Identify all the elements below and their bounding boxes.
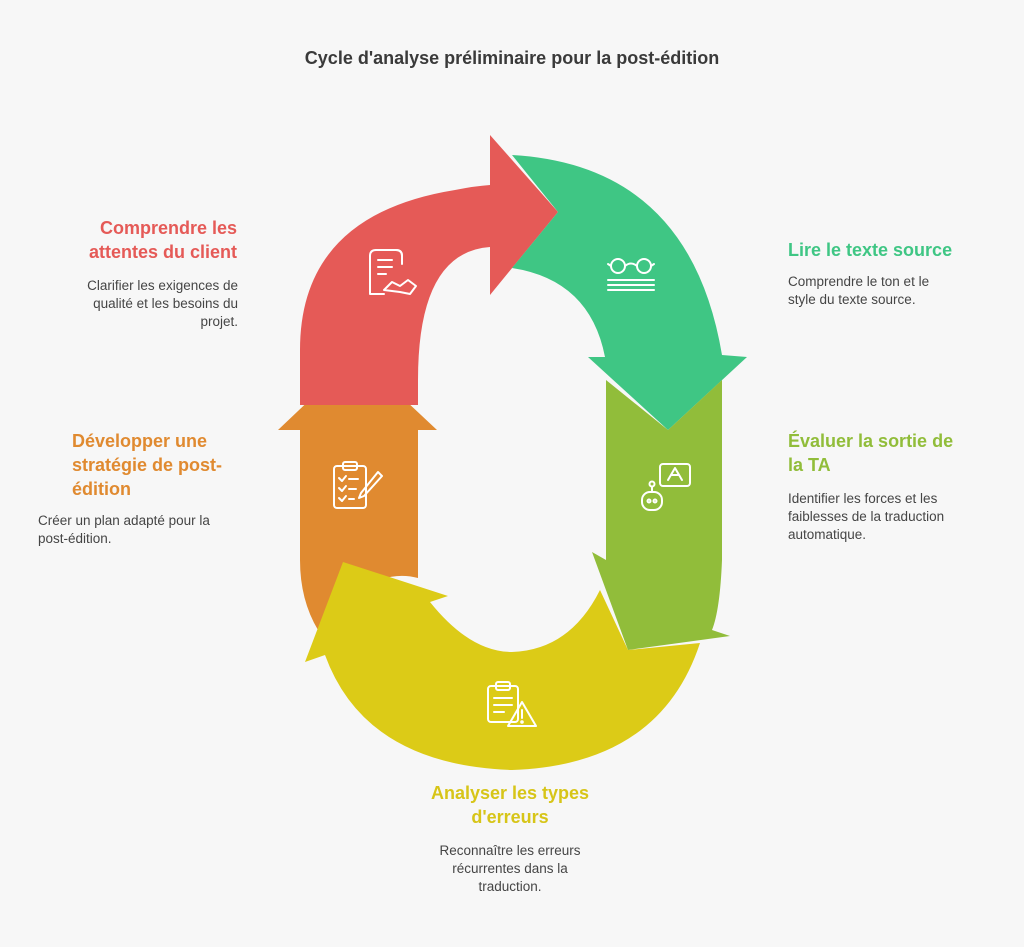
- step-title-develop-strategy: Développer une stratégie de post-édition: [72, 431, 223, 499]
- cycle-segment-develop: [278, 355, 437, 630]
- step-title-evaluate-mt: Évaluer la sortie de la TA: [788, 431, 954, 475]
- cycle-segment-evaluate-mt: [592, 380, 730, 650]
- step-title-analyze-errors: Analyser les types d'erreurs: [430, 783, 590, 827]
- cycle-segment-read-source: [512, 155, 747, 430]
- step-description-evaluate-mt: Identifier les forces et les faiblesses …: [788, 491, 945, 542]
- step-description-understand-client: Clarifier les exigences de qualité et le…: [87, 278, 238, 329]
- contract-handshake-icon: [369, 249, 417, 295]
- step-description-develop-strategy: Créer un plan adapté pour la post-éditio…: [38, 513, 210, 546]
- robot-translation-icon: [641, 463, 691, 511]
- step-title-read-source: Lire le texte source: [788, 240, 953, 260]
- step-title-understand-client: Comprendre les attentes du client: [88, 218, 237, 262]
- clipboard-warning-icon: [487, 681, 537, 727]
- cycle-segment-understand-client: [300, 135, 558, 405]
- glasses-book-icon: [607, 258, 655, 291]
- diagram-title: Cycle d'analyse préliminaire pour la pos…: [304, 48, 720, 68]
- cycle-segment-analyze-errors: [305, 562, 700, 770]
- checklist-pen-icon: [333, 461, 383, 509]
- step-description-read-source: Comprendre le ton et le style du texte s…: [788, 274, 930, 307]
- step-description-analyze-errors: Reconnaître les erreurs récurrentes dans…: [439, 843, 581, 894]
